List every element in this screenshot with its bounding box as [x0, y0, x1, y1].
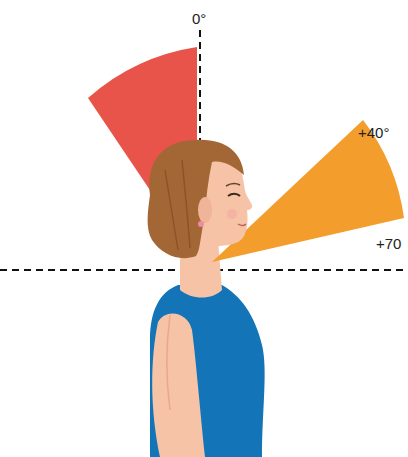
- earring: [198, 221, 204, 227]
- mouth: [238, 224, 246, 226]
- ear: [198, 197, 212, 223]
- angle-label: 0°: [192, 10, 206, 27]
- cheek: [227, 209, 237, 219]
- hair: [148, 140, 244, 258]
- eyebrow: [226, 184, 240, 186]
- arm-shade: [167, 315, 170, 410]
- dress: [150, 285, 265, 457]
- angle-label: +40°: [358, 124, 389, 141]
- hair-strands: [165, 160, 190, 250]
- angle-label: +70: [376, 235, 401, 252]
- eye: [228, 194, 240, 196]
- arm: [152, 314, 205, 457]
